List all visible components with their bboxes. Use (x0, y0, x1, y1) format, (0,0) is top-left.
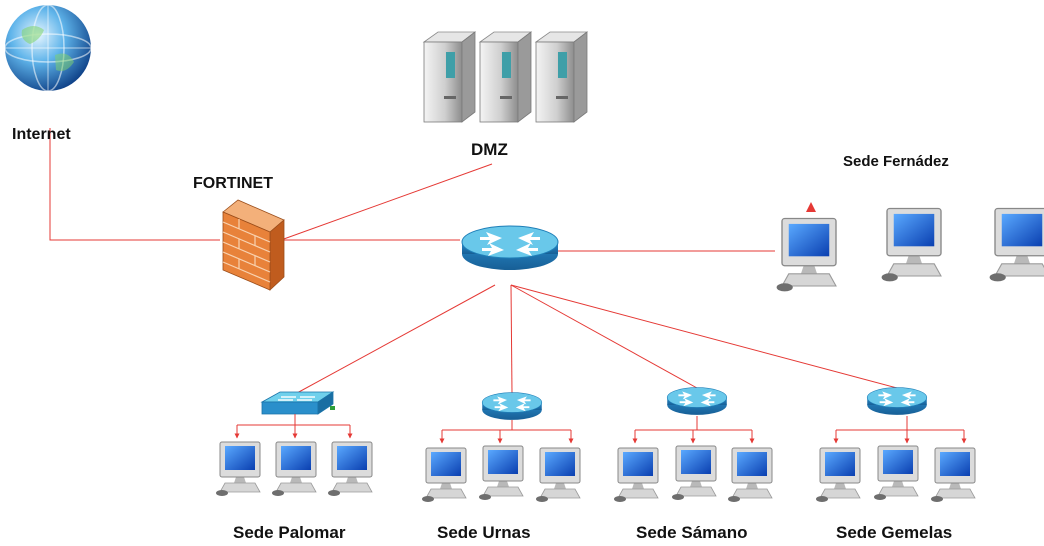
sede-samano-group: Sede Sámano (613, 387, 773, 542)
desktop-pc-icon (930, 447, 976, 503)
sede-palomar-group: Sede Palomar (215, 391, 373, 542)
firewall-label: FORTINET (193, 175, 273, 192)
desktop-pc-icon (478, 445, 524, 501)
sede-palomar-label: Sede Palomar (233, 523, 346, 542)
switch-icon (260, 391, 335, 415)
desktop-pc-icon (421, 447, 467, 503)
core-router (461, 225, 559, 271)
desktop-pc-icon (988, 207, 1044, 283)
router-icon (461, 225, 559, 271)
router-icon (666, 387, 728, 416)
sede-gemelas-group: Sede Gemelas (815, 387, 976, 542)
sede-urnas-label: Sede Urnas (437, 523, 531, 542)
desktop-pc-icon (671, 445, 717, 501)
desktop-pc-icon (215, 441, 261, 497)
firewall-node: FORTINET (193, 175, 285, 291)
internet-label: Internet (12, 126, 71, 143)
desktop-pc-icon (815, 447, 861, 503)
desktop-pc-icon (727, 447, 773, 503)
sede-urnas-group: Sede Urnas (421, 392, 581, 542)
desktop-pc-icon (775, 217, 837, 293)
desktop-pc-icon (271, 441, 317, 497)
router-icon (481, 392, 543, 421)
server-tower-icon (422, 31, 589, 123)
desktop-pc-icon (873, 445, 919, 501)
sede-samano-label: Sede Sámano (636, 523, 748, 542)
sede-gemelas-label: Sede Gemelas (836, 523, 952, 542)
sede-fernandez-label: Sede Fernádez (843, 153, 949, 170)
desktop-pc-icon (613, 447, 659, 503)
desktop-pc-icon (327, 441, 373, 497)
globe-icon (4, 4, 92, 92)
sede-fernandez-group: Sede Fernádez (775, 153, 1044, 293)
network-links (49, 128, 898, 394)
router-icon (866, 387, 928, 416)
desktop-pc-icon (880, 207, 942, 283)
desktop-pc-icon (535, 447, 581, 503)
brick-firewall-icon (222, 199, 285, 291)
dmz-node: DMZ (422, 31, 589, 159)
internet-node: Internet (4, 4, 92, 143)
dmz-label: DMZ (471, 140, 508, 159)
